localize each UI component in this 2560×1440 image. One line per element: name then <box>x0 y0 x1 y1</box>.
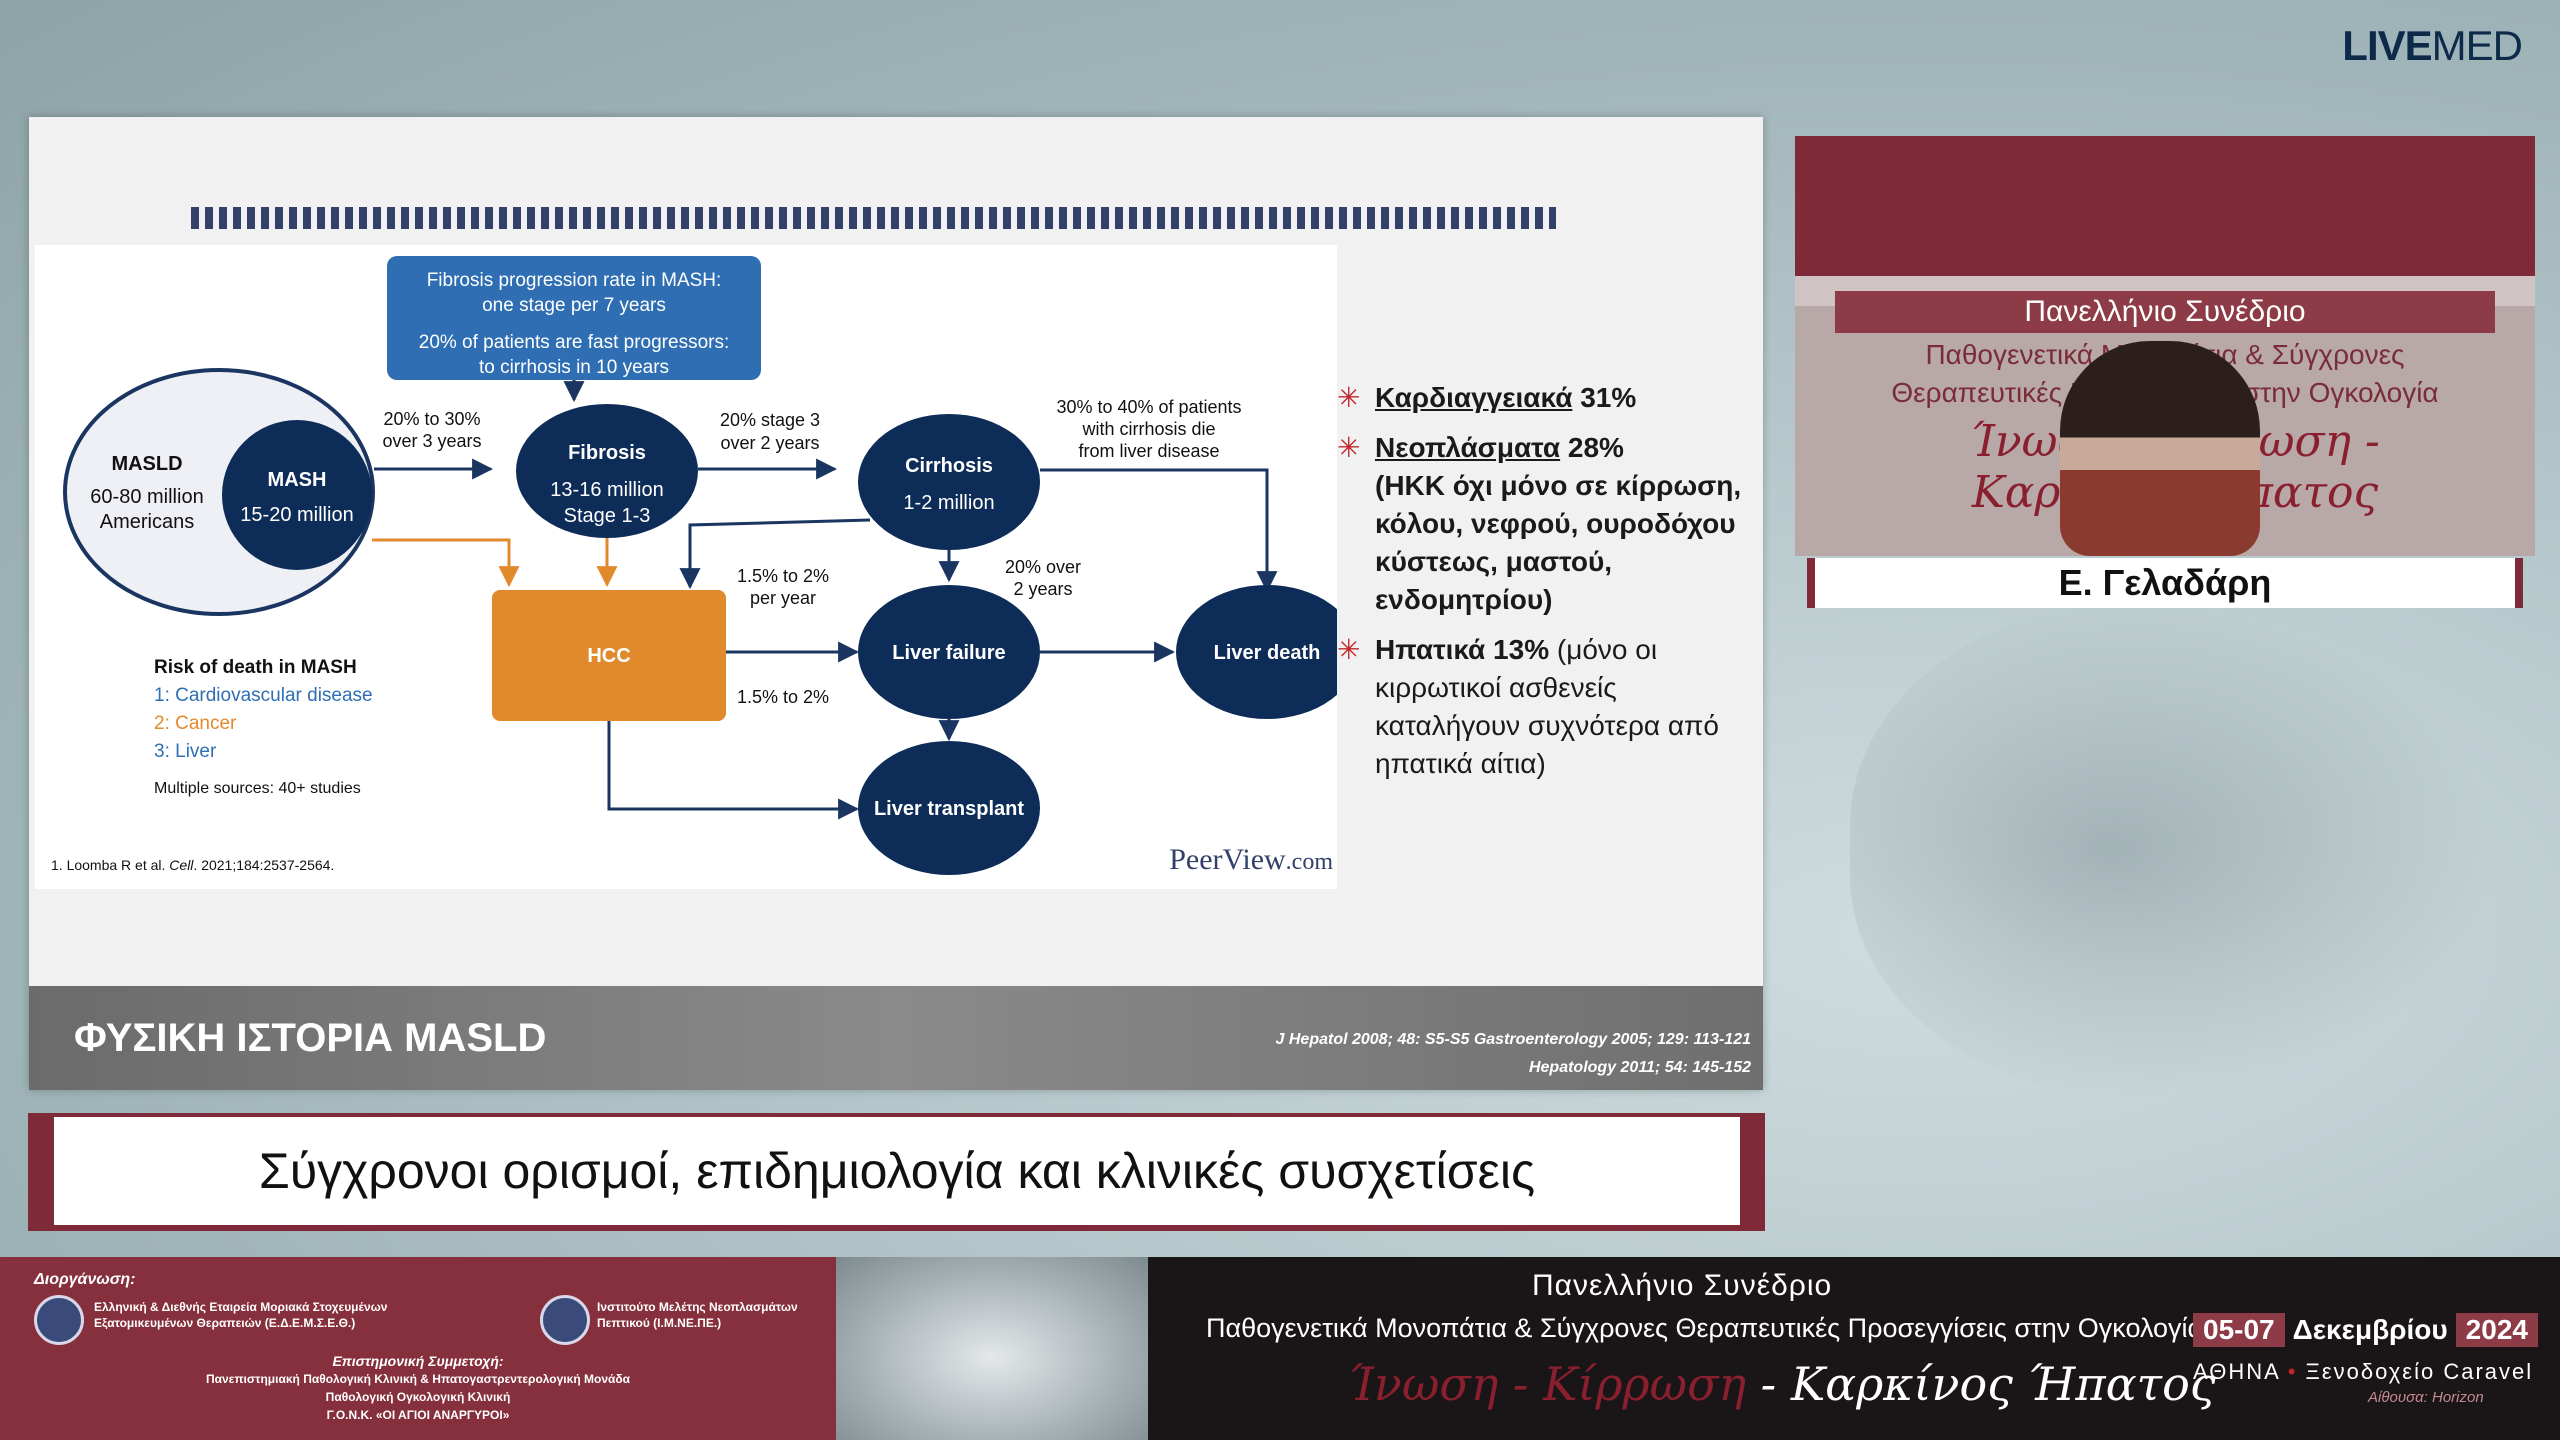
conference-venue: ΑΘΗΝΑ • Ξενοδοχείο Caravel <box>2193 1359 2534 1384</box>
speaker-figure <box>2060 341 2260 556</box>
fibrosis-rate-box <box>387 256 761 380</box>
slide-bullet-list: ✳ Καρδιαγγειακά 31% ✳ Νεοπλάσματα 28% (Η… <box>1337 379 1757 795</box>
liver-death-circle <box>1176 585 1337 719</box>
bullet-hepatic: ✳ Ηπατικά 13% (μόνο οι κιρρωτικοί ασθενε… <box>1337 631 1757 783</box>
bullet-neoplasms: ✳ Νεοπλάσματα 28% (ΗΚΚ όχι μόνο σε κίρρω… <box>1337 429 1757 619</box>
conference-dates: 05-07 Δεκεμβρίου 2024 <box>2193 1313 2538 1347</box>
collaborators: Επιστημονική Συμμετοχή: Πανεπιστημιακή Π… <box>205 1353 631 1422</box>
masld-flow-diagram: Fibrosis progression rate in MASH:one st… <box>35 245 1337 889</box>
speaker-name: Ε. Γελαδάρη <box>1807 558 2523 608</box>
presentation-slide: Fibrosis progression rate in MASH:one st… <box>29 117 1763 1090</box>
svg-text:3: Liver: 3: Liver <box>154 741 217 762</box>
svg-text:Liver death: Liver death <box>1214 642 1321 664</box>
asterisk-icon: ✳ <box>1337 382 1361 413</box>
video-backdrop-top <box>1835 136 2495 276</box>
svg-text:HCC: HCC <box>587 645 630 667</box>
svg-text:20% to 30%over 3 years: 20% to 30%over 3 years <box>382 409 481 451</box>
conference-info-panel: Πανελλήνιο Συνέδριο Παθογενετικά Μονοπάτ… <box>1148 1257 2560 1440</box>
organizers-panel: Διοργάνωση: Ελληνική & Διεθνής Εταιρεία … <box>0 1257 836 1440</box>
asterisk-icon: ✳ <box>1337 432 1361 463</box>
liver-failure-circle <box>858 585 1040 719</box>
svg-text:1: Cardiovascular disease: 1: Cardiovascular disease <box>154 685 373 706</box>
conference-banner: Διοργάνωση: Ελληνική & Διεθνής Εταιρεία … <box>0 1257 2560 1440</box>
svg-text:2: Cancer: 2: Cancer <box>154 713 237 734</box>
svg-text:Liver transplant: Liver transplant <box>874 798 1024 820</box>
slide-title: ΦΥΣΙΚΗ ΙΣΤΟΡΙΑ MASLD <box>74 1016 547 1060</box>
conference-title: Πανελλήνιο Συνέδριο <box>1532 1269 1833 1302</box>
svg-text:1. Loomba R et al. Cell. 2021;: 1. Loomba R et al. Cell. 2021;184:2537-2… <box>51 857 334 873</box>
fibrosis-circle <box>516 404 698 538</box>
imnepe-seal-icon <box>540 1295 590 1345</box>
artwork-image <box>836 1257 1148 1440</box>
svg-text:Fibrosis progression rate in M: Fibrosis progression rate in MASH:one st… <box>419 270 730 378</box>
lecture-caption-bar: Σύγχρονοι ορισμοί, επιδημιολογία και κλι… <box>28 1113 1765 1231</box>
conference-handwritten-title: Ίνωση - Κίρρωση - Καρκίνος Ήπατος <box>1348 1357 2216 1411</box>
svg-text:Multiple sources: 40+ studies: Multiple sources: 40+ studies <box>154 780 361 797</box>
video-conference-title: Πανελλήνιο Συνέδριο <box>1835 291 2495 333</box>
liver-transplant-circle <box>858 741 1040 875</box>
organizer-2: Ινστιτούτο Μελέτης Νεοπλασμάτων Πεπτικού… <box>597 1300 798 1330</box>
livemed-logo: LIVEMED <box>2342 22 2523 69</box>
speaker-video: Πανελλήνιο Συνέδριο Παθογενετικά Μονοπάτ… <box>1795 136 2535 556</box>
lecture-caption: Σύγχρονοι ορισμοί, επιδημιολογία και κλι… <box>54 1117 1740 1225</box>
slide-references: J Hepatol 2008; 48: S5-S5 Gastroenterolo… <box>1275 1031 1751 1076</box>
svg-text:Liver failure: Liver failure <box>892 642 1005 664</box>
svg-text:1.5% to 2%: 1.5% to 2% <box>737 687 829 707</box>
peerview-logo: PeerView.com <box>1169 843 1333 876</box>
bullet-cardiovascular: ✳ Καρδιαγγειακά 31% <box>1337 379 1757 417</box>
edemseth-seal-icon <box>34 1295 84 1345</box>
organizer-1: Ελληνική & Διεθνής Εταιρεία Μοριακά Στοχ… <box>94 1300 388 1330</box>
conference-room: Αίθουσα: Horizon <box>2368 1389 2484 1406</box>
organizer-label: Διοργάνωση: <box>34 1271 136 1288</box>
svg-text:1.5% to 2%per year: 1.5% to 2%per year <box>737 566 829 608</box>
diagram-svg: Fibrosis progression rate in MASH:one st… <box>51 256 1337 875</box>
cirrhosis-circle <box>858 414 1040 550</box>
svg-text:Risk of death in MASH: Risk of death in MASH <box>154 657 357 678</box>
conference-subtitle: Παθογενετικά Μονοπάτια & Σύγχρονες Θεραπ… <box>1206 1313 2204 1343</box>
mash-circle <box>222 420 372 570</box>
slide-decorative-stripe <box>191 207 1556 229</box>
slide-title-bar: ΦΥΣΙΚΗ ΙΣΤΟΡΙΑ MASLD J Hepatol 2008; 48:… <box>29 986 1763 1090</box>
hcc-box <box>492 590 726 721</box>
asterisk-icon: ✳ <box>1337 634 1361 665</box>
background-sketch <box>1850 600 2500 1100</box>
